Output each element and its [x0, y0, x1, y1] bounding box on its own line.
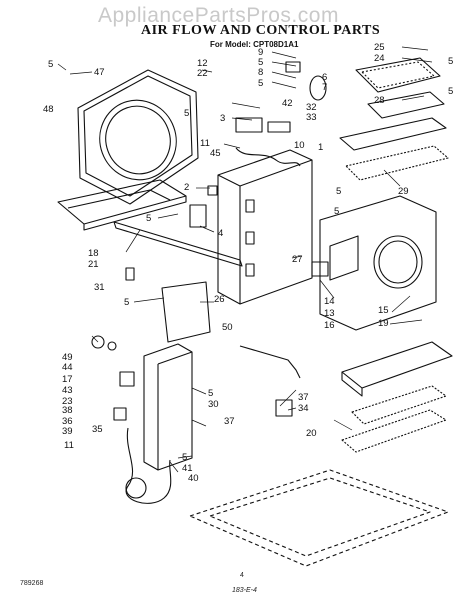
callout-5: 5 — [184, 108, 189, 119]
callout-5: 5 — [182, 452, 187, 463]
callout-9: 9 — [258, 47, 263, 58]
callout-13: 13 — [324, 308, 335, 319]
callout-5: 5 — [258, 78, 263, 89]
wire-harness-lower-part — [125, 427, 172, 504]
callout-17: 17 — [62, 374, 73, 385]
page-number: 4 — [240, 572, 244, 579]
callout-49: 49 — [62, 352, 73, 363]
fan-shroud-part — [77, 69, 199, 205]
wire-coil-part — [125, 477, 147, 499]
electrical-box-part — [113, 343, 193, 471]
callout-36: 36 — [62, 416, 73, 427]
upper-filter-part — [339, 57, 449, 181]
callout-11: 11 — [64, 440, 74, 451]
callout-10: 10 — [294, 140, 305, 151]
capacitor-part — [267, 121, 291, 133]
capacitor-can-part — [309, 75, 327, 101]
control-rod-part — [239, 345, 301, 379]
model-subtitle: For Model: CPT08D1A1 — [210, 40, 299, 49]
callout-43: 43 — [62, 385, 73, 396]
callout-34: 34 — [298, 403, 309, 414]
callout-26: 26 — [214, 294, 225, 305]
switch-part — [285, 61, 301, 73]
document-number: 789268 — [20, 580, 44, 587]
side-panel-part — [161, 281, 211, 343]
callout-5: 5 — [124, 297, 129, 308]
callout-5: 5 — [258, 57, 263, 68]
bracket-part — [189, 204, 207, 228]
callout-30: 30 — [208, 399, 219, 410]
callout-39: 39 — [62, 426, 73, 437]
knob-part — [207, 185, 218, 196]
callout-8: 8 — [258, 67, 263, 78]
callout-35: 35 — [92, 424, 103, 435]
connector-part — [275, 399, 293, 417]
callout-5: 5 — [448, 56, 453, 67]
callout-42: 42 — [282, 98, 293, 109]
callout-50: 50 — [222, 322, 233, 333]
callout-5: 5 — [336, 186, 341, 197]
callout-14: 14 — [324, 296, 335, 307]
clip-part — [125, 267, 135, 281]
base-rail-part — [57, 179, 243, 267]
callout-44: 44 — [62, 362, 73, 373]
leader-lines — [57, 46, 433, 473]
callout-5: 5 — [448, 86, 453, 97]
callout-40: 40 — [188, 473, 199, 484]
callout-21: 21 — [88, 259, 99, 270]
control-module-part — [235, 117, 263, 133]
callout-28: 28 — [374, 95, 385, 106]
watermark-text: AppliancePartsPros.com — [98, 4, 339, 27]
control-knob-part — [91, 335, 105, 349]
callout-7: 7 — [322, 82, 327, 93]
callout-6: 6 — [322, 72, 327, 83]
callout-24: 24 — [374, 53, 385, 64]
base-pan-part — [189, 469, 449, 567]
callout-5: 5 — [48, 59, 53, 70]
callout-4: 4 — [218, 228, 223, 239]
callout-23: 23 — [62, 396, 73, 407]
callout-29: 29 — [398, 186, 409, 197]
terminal-part — [311, 261, 329, 277]
callout-37: 37 — [298, 392, 309, 403]
diagram-title: AIR FLOW AND CONTROL PARTS — [141, 23, 381, 38]
partition-panel-part — [319, 195, 437, 331]
callout-41: 41 — [182, 463, 193, 474]
callout-16: 16 — [324, 320, 335, 331]
callout-1: 1 — [318, 142, 323, 153]
callout-5: 5 — [208, 388, 213, 399]
callout-15: 15 — [378, 305, 389, 316]
wire-harness-part — [235, 147, 301, 167]
callout-48: 48 — [43, 104, 54, 115]
callout-37: 37 — [224, 416, 235, 427]
callout-22: 22 — [197, 68, 208, 79]
callout-19: 19 — [378, 318, 389, 329]
callout-32: 32 — [306, 102, 317, 113]
callout-47: 47 — [94, 67, 105, 78]
callout-20: 20 — [306, 428, 317, 439]
callout-18: 18 — [88, 248, 99, 259]
callout-5: 5 — [334, 206, 339, 217]
control-housing-part — [217, 149, 313, 305]
callout-27: 27 — [292, 254, 303, 265]
callout-31: 31 — [94, 282, 105, 293]
callout-38: 38 — [62, 405, 73, 416]
callout-5: 5 — [146, 213, 151, 224]
callout-11: 11 — [200, 138, 210, 149]
callout-3: 3 — [220, 113, 225, 124]
callout-2: 2 — [184, 182, 189, 193]
callout-25: 25 — [374, 42, 385, 53]
callout-45: 45 — [210, 148, 221, 159]
part-callouts: 5 47 48 12 22 9 5 8 5 6 7 25 24 5 5 28 4… — [43, 42, 453, 484]
callout-33: 33 — [306, 112, 317, 123]
lower-filter-part — [341, 341, 453, 453]
handwritten-code: 183-E-4 — [232, 587, 257, 594]
callout-12: 12 — [197, 58, 208, 69]
